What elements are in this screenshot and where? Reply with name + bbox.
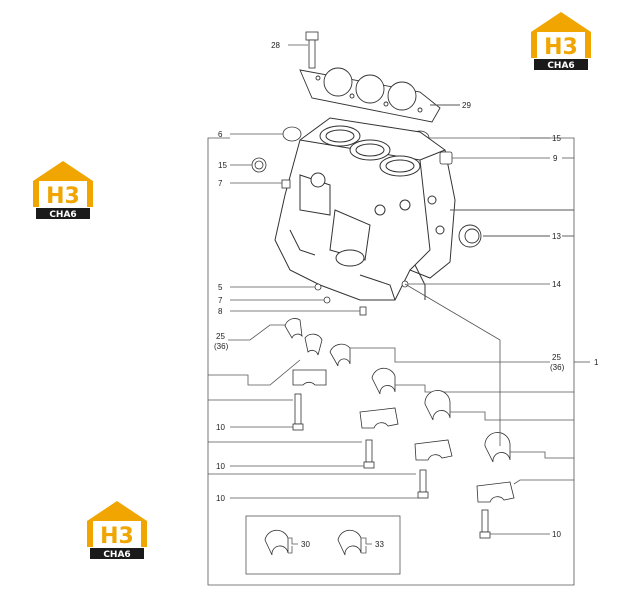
watermark-letters: H3 [46,184,80,209]
plug-9 [439,151,574,165]
watermark-subtext: CHA6 [49,210,76,220]
watermark-subtext: CHA6 [547,61,574,71]
callout-28: 28 [271,41,280,50]
plug-14 [401,280,550,288]
callout-6: 6 [218,130,223,139]
callout-36-left: (36) [214,342,229,351]
callout-29: 29 [462,101,471,110]
watermark-letters: H3 [544,35,578,60]
callout-25-left: 25 [216,332,225,341]
callout-14: 14 [552,280,561,289]
main-bearing-shells-left [208,318,323,386]
callout-10-b: 10 [216,462,225,471]
callout-labels: 28 29 6 15 15 9 7 13 14 5 7 8 25 (36) 25… [214,41,599,549]
watermark-logo-top-right: H3 CHA6 [531,12,591,71]
callout-25-right: 25 [552,353,561,362]
callout-7-top: 7 [218,179,223,188]
main-bearing-cap-1 [208,369,327,431]
watermark-subtext: CHA6 [103,550,130,560]
watermark-letters: H3 [100,524,134,549]
head-gasket [299,67,460,123]
callout-10-d: 10 [552,530,561,539]
cylinder-block [274,117,456,301]
watermark-logo-left: H3 CHA6 [33,161,93,220]
callout-1: 1 [594,358,599,367]
callout-9: 9 [553,154,558,163]
main-bearing-2 [208,367,574,469]
callout-15-left: 15 [218,161,227,170]
small-plugs [230,283,367,316]
callout-36-right: (36) [550,363,565,372]
head-bolt [288,31,319,69]
callout-7-mid: 7 [218,296,223,305]
plug-7-top [230,179,291,189]
watermark-logo-bottom-left: H3 CHA6 [87,501,147,560]
cam-bushing [450,209,574,248]
callout-30: 30 [301,540,310,549]
callout-13: 13 [552,232,561,241]
callout-33: 33 [375,540,384,549]
callout-10-c: 10 [216,494,225,503]
callout-10-a: 10 [216,423,225,432]
callout-8: 8 [218,307,223,316]
oil-seal-left [230,157,267,173]
main-bearing-3 [208,390,574,499]
callout-15-right: 15 [552,134,561,143]
callout-5: 5 [218,283,223,292]
assembly-bracket [207,137,590,586]
main-bearing-shells-right [329,343,550,367]
thrust-washer-box [245,515,401,575]
main-bearing-4 [404,283,574,539]
